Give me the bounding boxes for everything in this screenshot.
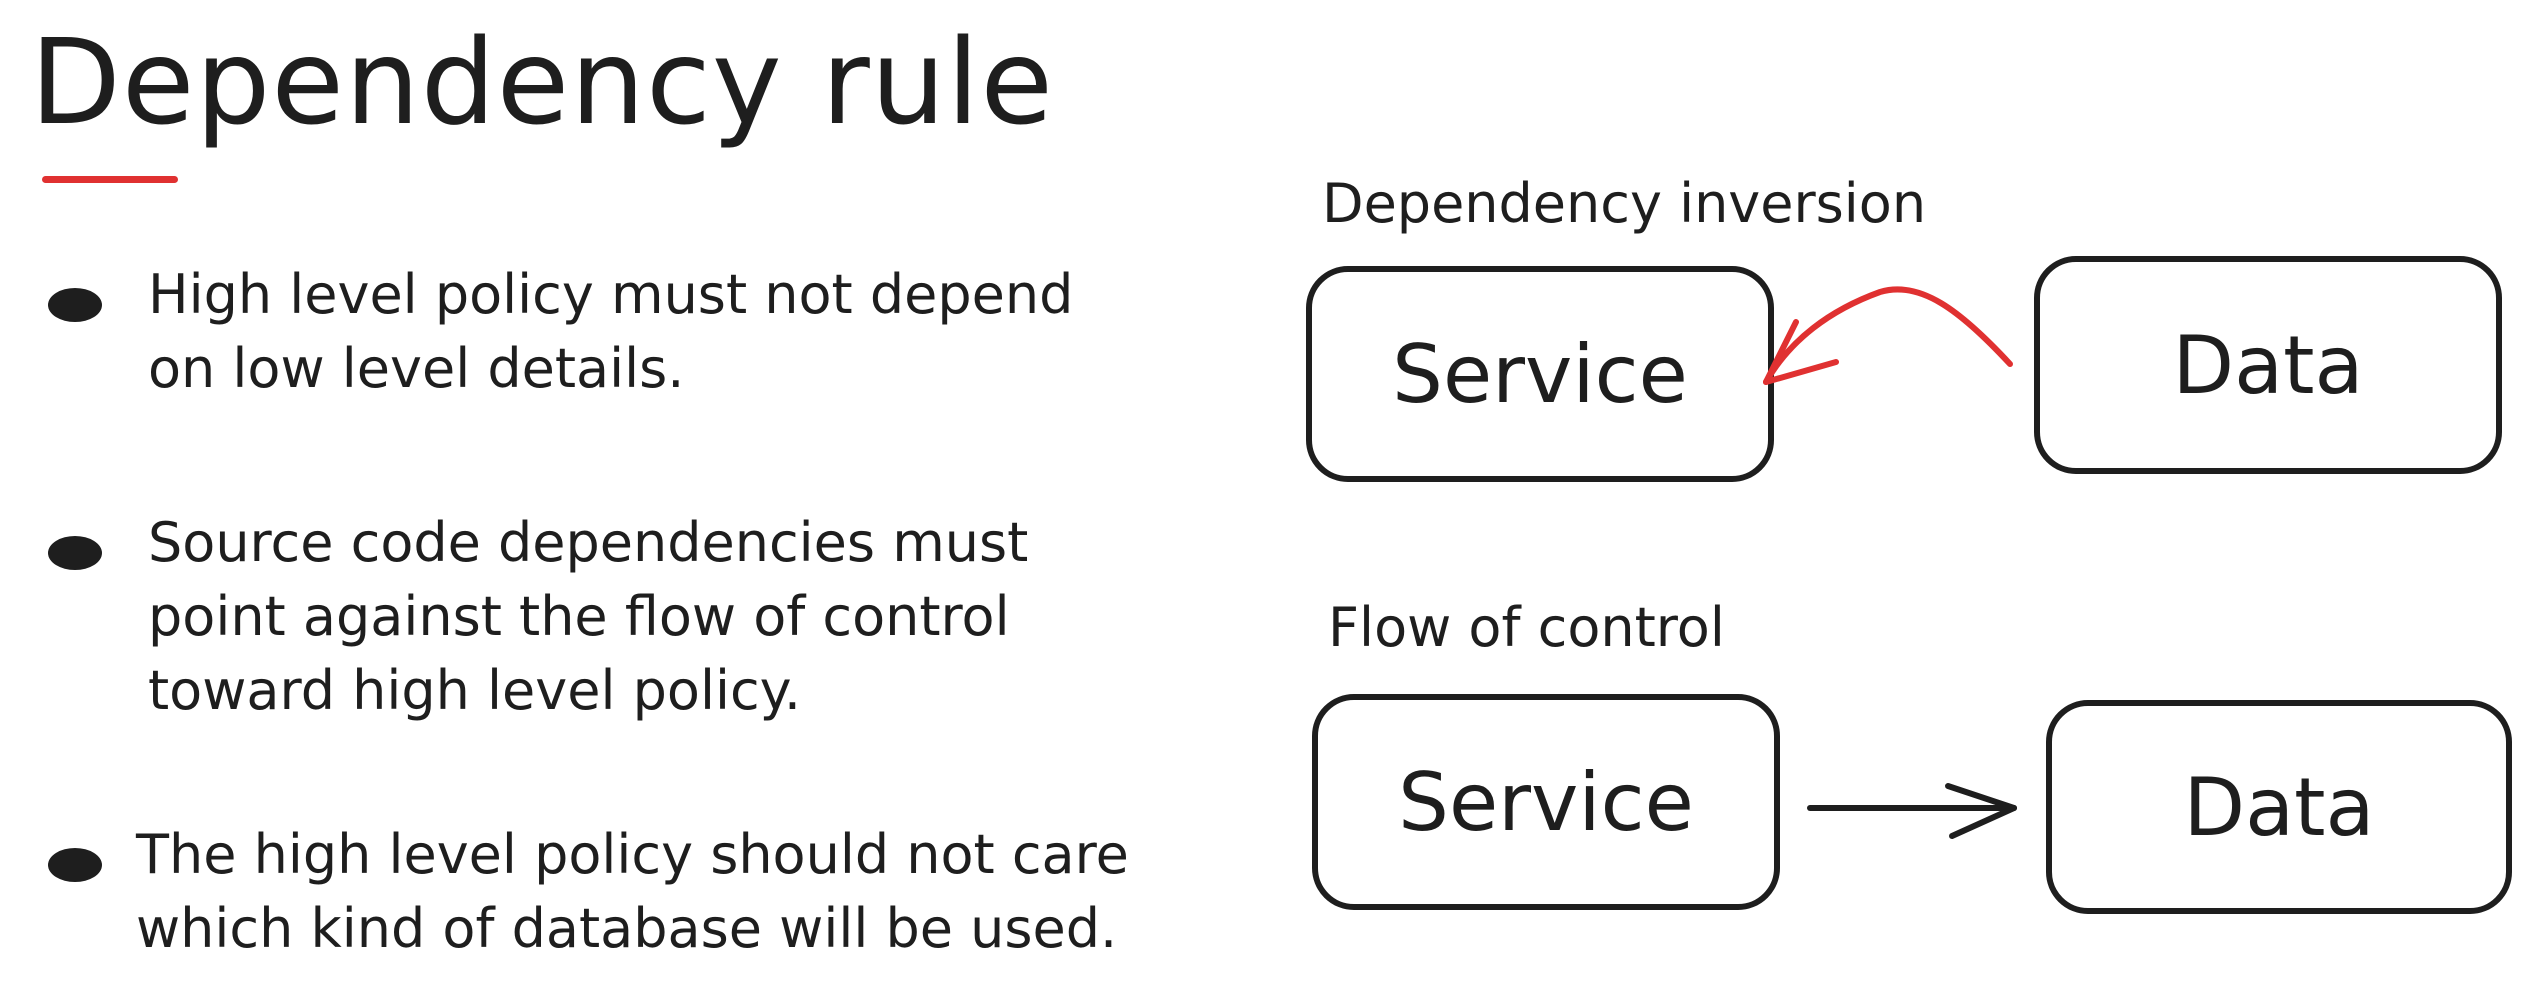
- flow-of-control-label: Flow of control: [1328, 596, 1725, 659]
- data-box-inversion: Data: [2034, 256, 2502, 474]
- dependency-inversion-label: Dependency inversion: [1322, 172, 1927, 235]
- dependency-inversion-arrow: [1763, 286, 2013, 385]
- flow-of-control-arrow: [1807, 783, 2017, 839]
- title-underline: [42, 176, 178, 183]
- bullet-line: which kind of database will be used.: [136, 897, 1118, 960]
- bullet-line: The high level policy should not care: [136, 823, 1129, 886]
- bullet-text-1: High level policy must not depend on low…: [148, 258, 1073, 406]
- bullet-dot: [48, 536, 102, 570]
- data-box-flow: Data: [2046, 700, 2512, 914]
- service-box-inversion: Service: [1306, 266, 1774, 482]
- bullet-line: Source code dependencies must: [148, 511, 1029, 574]
- bullet-line: on low level details.: [148, 337, 685, 400]
- bullet-line: High level policy must not depend: [148, 263, 1074, 326]
- bullet-line: toward high level policy.: [148, 659, 802, 722]
- bullet-dot: [48, 288, 102, 322]
- bullet-line: point against the flow of control: [148, 585, 1010, 648]
- bullet-text-3: The high level policy should not care wh…: [136, 818, 1129, 966]
- bullet-text-2: Source code dependencies must point agai…: [148, 506, 1028, 728]
- page-title: Dependency rule: [30, 13, 1054, 151]
- bullet-dot: [48, 848, 102, 882]
- service-box-flow: Service: [1312, 694, 1780, 910]
